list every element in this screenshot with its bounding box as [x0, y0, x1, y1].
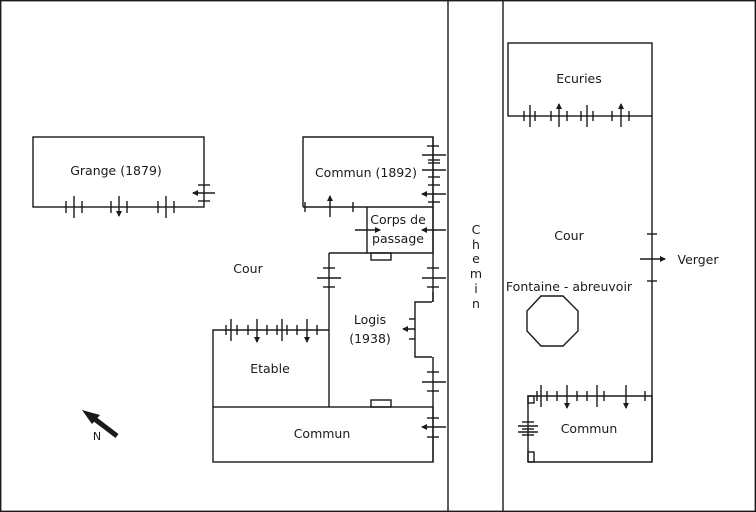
svg-text:h: h: [472, 237, 480, 252]
north-label: N: [93, 430, 101, 443]
logis-step: [370, 399, 392, 408]
verger-opening: [640, 233, 666, 282]
cour-east-label: Cour: [554, 228, 584, 243]
logis-label-line2: (1938): [349, 331, 391, 346]
chemin-label: C h e m i n: [470, 222, 482, 311]
verger-label: Verger: [678, 252, 720, 267]
corps-label-line2: passage: [372, 231, 424, 246]
commun-1892-openings: [304, 145, 446, 217]
fontaine-abreuvoir: [526, 295, 579, 347]
ecuries-building: [507, 42, 653, 117]
logis-openings: [317, 267, 446, 392]
commun-1892-label: Commun (1892): [315, 165, 417, 180]
svg-text:C: C: [472, 222, 481, 237]
corps-label-line1: Corps de: [370, 212, 426, 227]
svg-text:i: i: [474, 281, 477, 296]
passage-step: [370, 252, 392, 261]
logis-label-line1: Logis: [354, 312, 386, 327]
grange-label: Grange (1879): [70, 163, 162, 178]
north-arrow-icon: [82, 410, 119, 438]
etable-label: Etable: [250, 361, 290, 376]
cour-west-label: Cour: [233, 261, 263, 276]
commun-south-building: [212, 406, 434, 463]
fontaine-label: Fontaine - abreuvoir: [506, 279, 633, 294]
svg-text:n: n: [472, 296, 480, 311]
svg-text:m: m: [470, 266, 482, 281]
grange-openings: [65, 184, 215, 218]
svg-text:e: e: [472, 251, 480, 266]
ecuries-label: Ecuries: [556, 71, 602, 86]
commun-south-label: Commun: [294, 426, 351, 441]
commun-east-label: Commun: [561, 421, 618, 436]
etable-building: [212, 329, 329, 407]
commun-east-openings: [518, 385, 646, 436]
ecuries-openings: [523, 103, 630, 127]
commun-south-openings: [421, 417, 446, 438]
commun-east-building: [527, 395, 653, 463]
etable-openings: [225, 319, 318, 343]
